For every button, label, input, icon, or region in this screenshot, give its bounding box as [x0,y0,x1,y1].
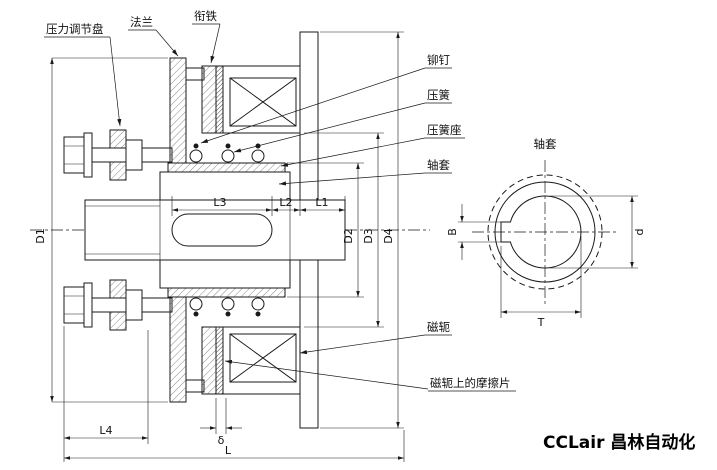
mount-plate-top [299,31,319,201]
spring-seat-top [167,162,286,173]
callout-yoke-friction: 磁轭上的摩擦片 [430,376,511,390]
mount-plate-bottom [299,259,319,429]
dim-delta: δ [218,434,225,447]
flange-top [169,57,187,164]
dim-D2: D2 [342,228,355,243]
dim-D1: D1 [34,228,47,243]
coil-top [229,77,297,127]
flange-armature-link-bottom [185,379,205,393]
dim-L: L [225,444,232,457]
dim-L4: L4 [99,424,112,437]
callout-yoke: 磁轭 [427,320,450,334]
dim-D3: D3 [362,228,375,243]
shaft-sleeve-top [159,171,291,201]
callout-spring-seat: 压簧座 [427,123,462,137]
coil-bottom [229,333,297,383]
dimensions-main: D1 D2 D3 D4 L3 L2 L1 δ [34,31,405,462]
sleeve-outer-circle [494,181,596,283]
dim-B: B [446,228,459,236]
flange-armature-link-top [185,67,205,81]
side-view-title: 轴套 [534,137,557,151]
friction-plate-top [215,65,224,134]
dim-L3: L3 [213,196,226,209]
bore-with-keyway [500,195,582,269]
dim-d: d [633,229,646,236]
callout-shaft-sleeve: 轴套 [427,158,450,172]
callout-flange: 法兰 [130,15,153,29]
dim-L1: L1 [315,196,328,209]
dim-T: T [537,316,545,329]
spring-seat-bottom [167,287,286,298]
friction-plate-bottom [215,326,224,395]
flange-bottom [169,296,187,403]
shaft-sleeve-bottom [159,259,291,289]
callout-pressure-plate: 压力调节盘 [46,22,104,36]
springs-bottom [189,297,265,317]
armature-top [201,65,217,134]
armature-bottom [201,326,217,395]
bolt-bottom [63,282,173,328]
callouts: 压力调节盘 法兰 衔铁 铆钉 压簧 压簧座 轴套 磁轭 磁轭上的摩擦片 [44,9,516,392]
sleeve-outer-dashed-circle [487,174,603,290]
rivet-top [193,143,199,149]
callout-spring: 压簧 [427,88,450,102]
main-section-view [30,31,430,429]
rivet-bottom [193,311,199,317]
dim-L2: L2 [279,196,292,209]
sleeve-end-view: 轴套 B d T [446,137,646,329]
springs-top [189,143,265,163]
callout-rivet: 铆钉 [427,53,450,67]
shaft-keyway-slot [171,213,273,247]
dim-D4: D4 [382,228,395,243]
callout-armature: 衔铁 [194,9,217,23]
brand-text: CCLair 昌林自动化 [543,432,695,453]
